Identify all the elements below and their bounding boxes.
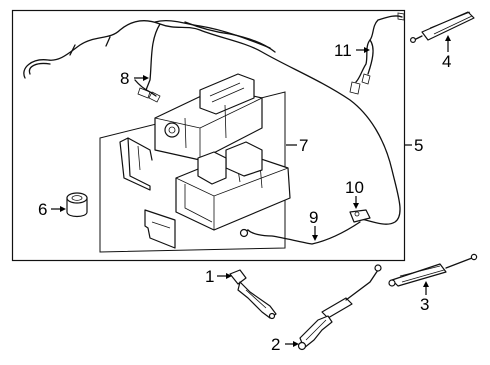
part-6-cylinder xyxy=(66,192,88,218)
wiring-harness xyxy=(23,19,401,225)
callout-2: 2 xyxy=(271,335,280,354)
callout-6: 6 xyxy=(38,200,47,219)
part-8-connector xyxy=(134,79,161,103)
part-1-latch xyxy=(229,269,277,320)
outer-frame xyxy=(11,9,406,262)
callout-8: 8 xyxy=(120,69,129,88)
part-11-harness xyxy=(349,12,405,95)
part-7-module xyxy=(154,73,263,161)
leader-lines xyxy=(51,35,451,347)
part-7-bracket xyxy=(119,137,153,191)
part-10-connector xyxy=(349,209,371,223)
part-7-tray xyxy=(175,141,291,231)
callout-9: 9 xyxy=(309,208,318,227)
callout-11: 11 xyxy=(334,41,352,60)
part-7-plate xyxy=(144,209,176,249)
part-3-strut xyxy=(388,253,478,287)
part-9-cable xyxy=(239,221,361,245)
callout-5: 5 xyxy=(414,136,423,155)
part-2-actuator xyxy=(297,264,382,351)
callout-10: 10 xyxy=(345,178,364,197)
callout-7: 7 xyxy=(299,136,308,155)
callout-1: 1 xyxy=(205,267,214,286)
part-4-strut xyxy=(410,11,475,43)
callout-4: 4 xyxy=(442,52,451,71)
callout-3: 3 xyxy=(420,295,429,314)
